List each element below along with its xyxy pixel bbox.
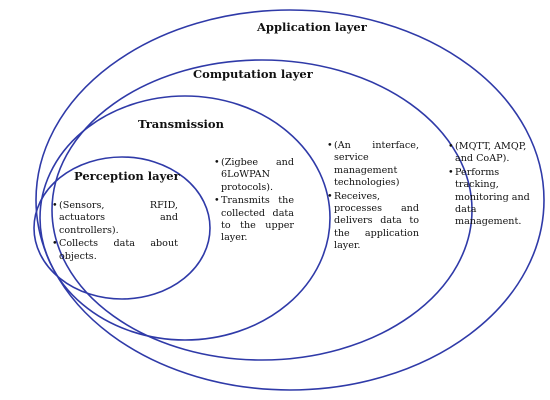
- perception-layer-ring: [33, 156, 211, 300]
- transmission-layer-bullet: (Zigbee and 6LoWPAN protocols).: [214, 157, 294, 194]
- transmission-layer-title: Transmission: [138, 117, 224, 131]
- application-layer-title: Application layer: [257, 20, 367, 34]
- application-layer-bullets: (MQTT, AMQP, and CoAP). Performs trackin…: [448, 141, 530, 230]
- computation-layer-bullet: Receives, processes and delivers data to…: [327, 191, 419, 253]
- transmission-layer-bullet: Transmits the collected data to the uppe…: [214, 195, 294, 245]
- perception-layer-title: Perception layer: [74, 169, 180, 183]
- application-layer-bullet: (MQTT, AMQP, and CoAP).: [448, 141, 530, 166]
- computation-layer-bullets: (An interface, service management techno…: [327, 140, 419, 254]
- computation-layer-title: Computation layer: [193, 67, 313, 81]
- perception-layer-bullet: (Sensors, RFID, actuators and controller…: [52, 200, 178, 237]
- perception-layer-bullet: Collects data about objects.: [52, 238, 178, 263]
- application-layer-bullet: Performs tracking, monitoring and data m…: [448, 167, 530, 229]
- computation-layer-bullet: (An interface, service management techno…: [327, 140, 419, 190]
- transmission-layer-bullets: (Zigbee and 6LoWPAN protocols). Transmit…: [214, 157, 294, 246]
- perception-layer-bullets: (Sensors, RFID, actuators and controller…: [52, 200, 178, 264]
- application-layer-ring: [35, 9, 545, 391]
